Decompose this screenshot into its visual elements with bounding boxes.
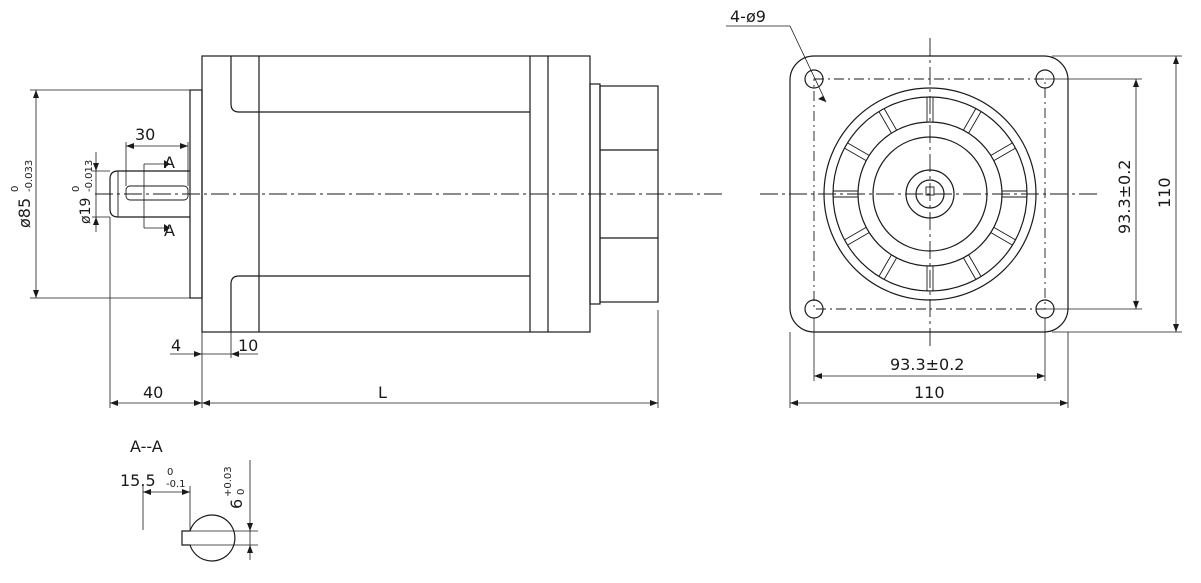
dim-shaft-dia-lower: -0.013 xyxy=(84,160,95,192)
dim-flange-thickness: 4 xyxy=(171,336,181,355)
dim-shaft-length: 40 xyxy=(143,383,163,402)
dim-key-width: 6 xyxy=(227,499,246,509)
section-view: A--A 15.5 0 -0.1 6 +0.03 0 xyxy=(120,437,258,562)
dim-shoulder: 10 xyxy=(238,336,258,355)
dim-hole-pitch-horizontal: 93.3±0.2 xyxy=(890,355,964,374)
cooling-fin-edge xyxy=(883,257,897,280)
dim-flange-dia-upper: 0 xyxy=(10,186,21,192)
dim-flange-dia: ø85 xyxy=(15,198,34,228)
cooling-fin-edge xyxy=(847,142,870,156)
front-view: 4-ø9 93.3±0.2 110 93.3±0.2 110 xyxy=(726,7,1182,408)
dim-key-depth-upper: 0 xyxy=(167,467,173,478)
section-mark-bottom: A xyxy=(164,221,175,240)
dim-key-length: 30 xyxy=(135,125,155,144)
keyway xyxy=(125,185,189,201)
dim-key-depth: 15.5 xyxy=(120,471,156,490)
cooling-fin-edge xyxy=(968,111,982,134)
cooling-fin-edge xyxy=(990,142,1013,156)
cooling-fin-edge xyxy=(993,147,1016,161)
cooling-fin-edge xyxy=(883,108,897,131)
cooling-fin-edge xyxy=(847,232,870,246)
dim-key-width-upper: +0.03 xyxy=(223,466,234,497)
dim-shaft-dia: ø19 xyxy=(78,198,94,224)
dim-body-length: L xyxy=(378,383,387,402)
cooling-fin-edge xyxy=(878,254,892,277)
cooling-fins xyxy=(833,97,1027,291)
dim-flange-dia-lower: -0.033 xyxy=(24,160,35,192)
dim-shaft-dia-upper: 0 xyxy=(71,186,82,192)
cooling-fin-edge xyxy=(993,227,1016,241)
cooling-fin-edge xyxy=(844,227,867,241)
dim-holes: 4-ø9 xyxy=(730,7,766,26)
dim-key-width-lower: 0 xyxy=(236,489,247,495)
dim-square-width: 110 xyxy=(914,383,945,402)
section-mark-top: A xyxy=(164,153,175,172)
dim-hole-pitch-vertical: 93.3±0.2 xyxy=(1115,160,1134,234)
dim-key-depth-lower: -0.1 xyxy=(166,479,186,490)
cooling-fin-edge xyxy=(878,111,892,134)
cooling-fin-edge xyxy=(963,257,977,280)
cooling-fin-edge xyxy=(990,232,1013,246)
cooling-fin-edge xyxy=(963,108,977,131)
dim-square-height: 110 xyxy=(1155,177,1174,208)
section-title: A--A xyxy=(130,437,163,456)
cooling-fin-edge xyxy=(968,254,982,277)
body-recess xyxy=(230,56,530,332)
shaft-section xyxy=(181,514,236,562)
cooling-fin-edge xyxy=(844,147,867,161)
side-view: A A ø85 0 -0.033 ø19 0 -0.013 30 xyxy=(10,55,725,408)
